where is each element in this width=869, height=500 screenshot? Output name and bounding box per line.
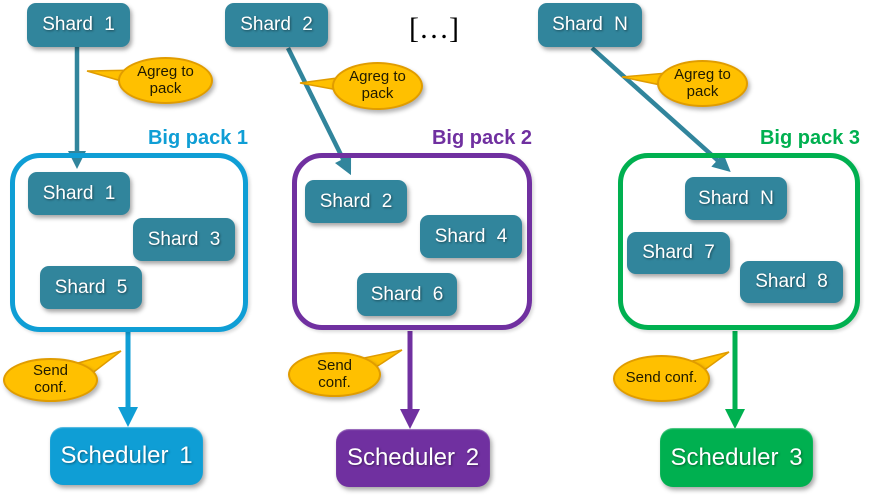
- scheduler-1: Scheduler 1: [50, 427, 203, 485]
- pack2-shard-6: Shard 6: [357, 273, 457, 316]
- send-bubble-1: Send conf.: [3, 358, 98, 402]
- source-shard-1: Shard 1: [27, 3, 130, 47]
- big-pack-3-title: Big pack 3: [759, 126, 860, 149]
- big-pack-1: [10, 153, 248, 332]
- big-pack-1-title: Big pack 1: [147, 126, 248, 149]
- source-shard-n: Shard N: [538, 3, 642, 47]
- pack1-shard-1: Shard 1: [28, 172, 130, 215]
- arrow-shard2-to-pack2: [285, 47, 352, 176]
- scheduler-3: Scheduler 3: [660, 428, 813, 487]
- send-bubble-3: Send conf.: [613, 355, 710, 402]
- ellipsis-label: […]: [409, 12, 459, 45]
- arrow-shardN-to-pack3: [590, 46, 731, 172]
- big-pack-2: [292, 153, 532, 330]
- source-shard-2: Shard 2: [225, 3, 328, 47]
- pack1-shard-3: Shard 3: [133, 218, 235, 261]
- big-pack-2-title: Big pack 2: [431, 126, 532, 149]
- scheduler-2: Scheduler 2: [336, 429, 490, 487]
- big-pack-3: [618, 153, 860, 330]
- send-bubble-2: Send conf.: [288, 352, 381, 397]
- agreg-bubble-2: Agreg to pack: [332, 62, 423, 110]
- pack1-shard-5: Shard 5: [40, 266, 142, 309]
- pack3-shard-8: Shard 8: [740, 261, 843, 303]
- pack2-shard-2: Shard 2: [305, 180, 407, 223]
- agreg-bubble-1: Agreg to pack: [118, 57, 213, 104]
- pack3-shard-n: Shard N: [685, 177, 787, 220]
- pack2-shard-4: Shard 4: [420, 215, 522, 258]
- agreg-bubble-3: Agreg to pack: [657, 60, 748, 107]
- pack3-shard-7: Shard 7: [627, 232, 730, 274]
